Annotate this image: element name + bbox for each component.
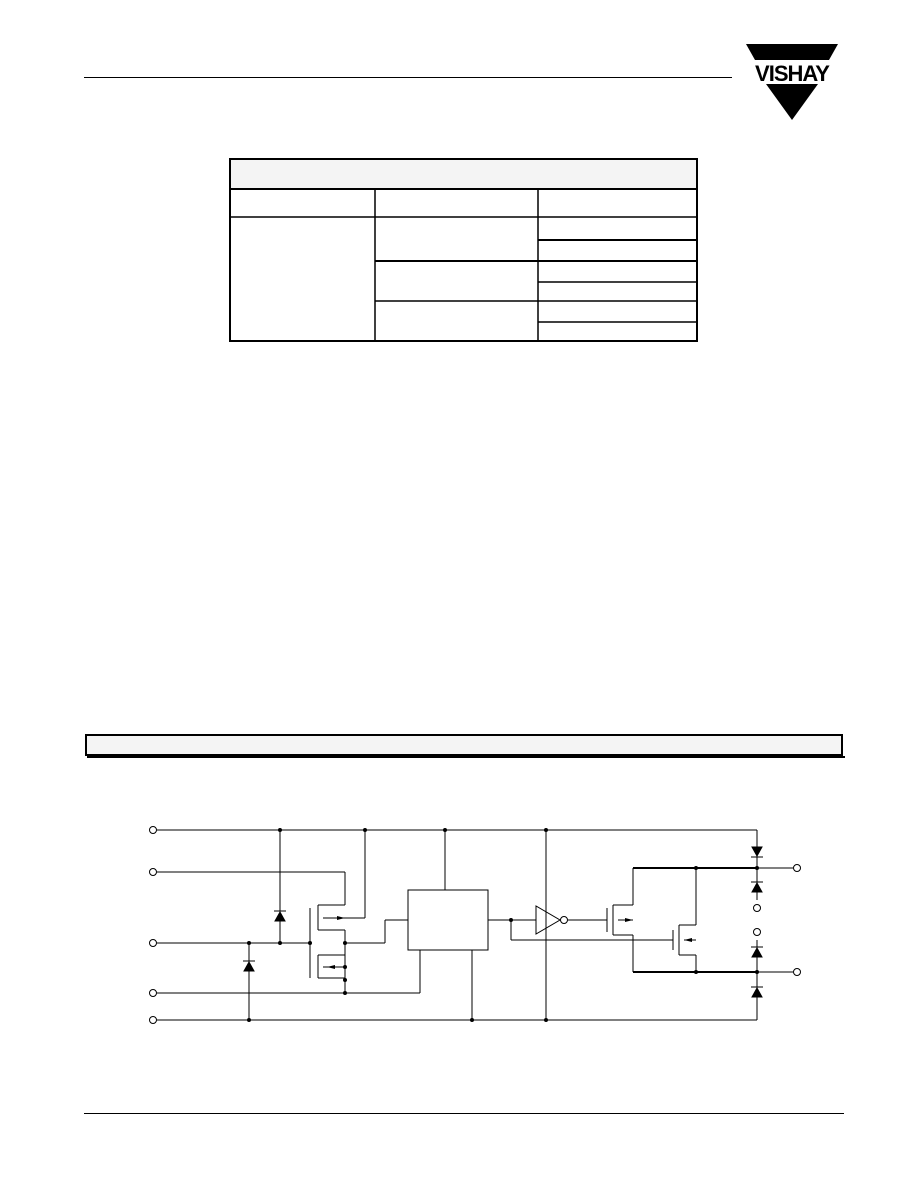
footer-rule: [84, 1113, 844, 1114]
mosfet-icon: [327, 916, 692, 969]
logic-block: [407, 889, 489, 951]
header-rule: [84, 77, 732, 78]
vishay-logo: VISHAY: [746, 44, 838, 122]
terminal-icon: [793, 864, 801, 872]
inverter-icon: [535, 905, 561, 935]
spec-table: [229, 158, 698, 342]
terminal-icon: [149, 939, 157, 947]
section-heading-shadow: [87, 756, 845, 758]
terminal-icon: [793, 968, 801, 976]
terminal-icon: [149, 868, 157, 876]
schematic-diagram: [149, 826, 801, 1024]
brand-name: VISHAY: [755, 61, 830, 86]
terminal-icon: [149, 989, 157, 997]
table-title-band: [230, 159, 697, 189]
diode-icon: [243, 846, 763, 998]
section-heading-bar: [85, 734, 843, 756]
terminal-icon: [149, 826, 157, 834]
terminal-icon: [149, 1016, 157, 1024]
